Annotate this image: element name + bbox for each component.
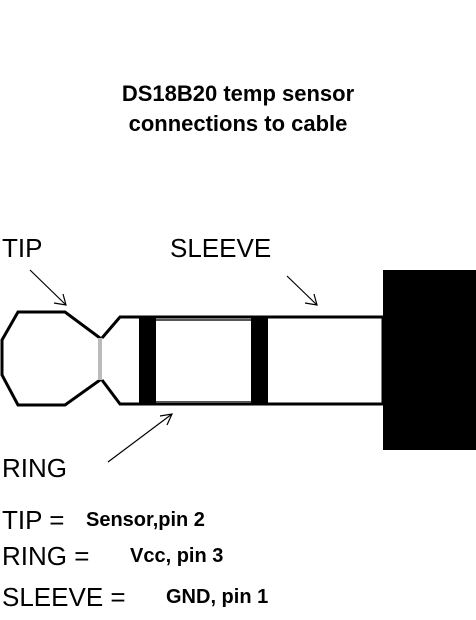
jack-tip	[0, 310, 102, 407]
jack-shaft	[100, 315, 385, 406]
diagram-title-line-2: connections to cable	[128, 111, 348, 136]
sleeve-label: SLEEVE	[170, 233, 272, 263]
diagram-title-line-1: DS18B20 temp sensor	[121, 81, 355, 106]
legend-value-tip: Sensor,pin 2	[86, 509, 205, 531]
legend-key-ring: RING =	[2, 541, 90, 571]
insulator-band-1	[139, 317, 156, 404]
tip-arrow	[29, 269, 67, 306]
insulator-band-2	[251, 317, 268, 404]
legend-row-sleeve: SLEEVE = GND, pin 1	[2, 582, 268, 613]
legend-key-tip: TIP =	[2, 505, 65, 535]
sleeve-arrow	[286, 275, 318, 306]
legend-row-ring: RING = Vcc, pin 3	[2, 541, 223, 572]
ring-arrow	[107, 413, 174, 463]
legend-value-ring: Vcc, pin 3	[130, 545, 224, 567]
legend-row-tip: TIP = Sensor,pin 2	[2, 505, 205, 536]
legend-value-sleeve: GND, pin 1	[166, 586, 269, 608]
tip-label: TIP	[2, 233, 43, 263]
legend-key-sleeve: SLEEVE =	[2, 582, 126, 612]
ring-label: RING	[2, 453, 67, 483]
jack-plug-body	[383, 270, 476, 450]
